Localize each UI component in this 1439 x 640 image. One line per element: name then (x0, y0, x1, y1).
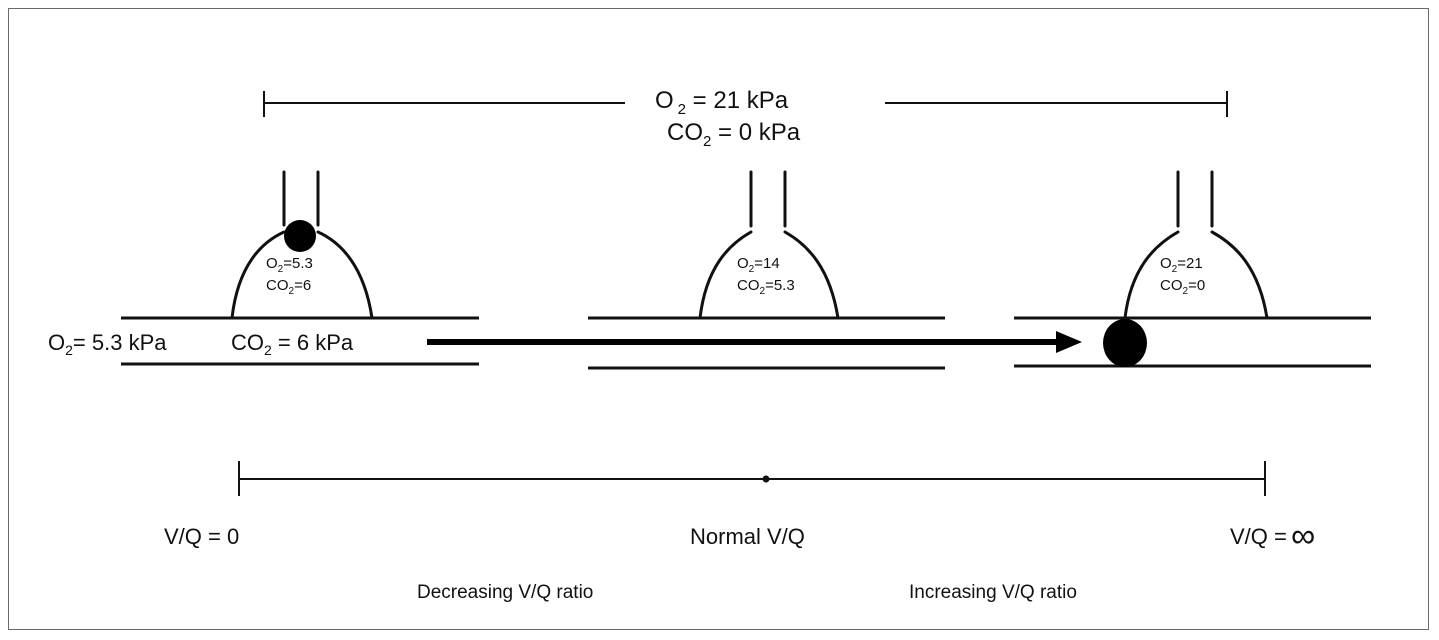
alveolus-left-co2: CO2=6 (266, 277, 311, 297)
vq-normal-label: Normal V/Q (690, 524, 805, 549)
decreasing-vq-label: Decreasing V/Q ratio (417, 582, 593, 603)
increasing-vq-label: Increasing V/Q ratio (909, 582, 1077, 603)
capillary-right (1014, 316, 1371, 368)
alveolus-center-o2: O2=14 (737, 255, 780, 275)
alveolus-center-co2: CO2=5.3 (737, 277, 795, 297)
vq-scale (238, 461, 1266, 496)
ambient-gas-bracket (263, 91, 1228, 117)
alveolus-center (698, 170, 840, 320)
vq-zero-label: V/Q = 0 (164, 524, 239, 549)
alveolus-left (230, 170, 374, 320)
venous-co2-label: CO2 = 6 kPa (231, 330, 354, 358)
ambient-co2-label: CO2 = 0 kPa (667, 119, 801, 150)
blood-flow-arrow-icon (427, 331, 1082, 353)
capillary-left (121, 316, 479, 366)
infinity-icon: ∞ (1291, 517, 1315, 555)
capillary-center (588, 316, 945, 370)
alveolus-left-o2: O2=5.3 (266, 255, 313, 275)
alveolus-right (1123, 170, 1269, 320)
venous-o2-label: O2= 5.3 kPa (48, 330, 167, 358)
airway-obstruction-icon (284, 220, 316, 252)
vq-infinity-label: V/Q = ∞ (1230, 517, 1315, 555)
alveolus-right-co2: CO2=0 (1160, 277, 1205, 297)
normal-vq-marker (762, 475, 770, 483)
capillary-obstruction-icon (1103, 319, 1147, 367)
alveolus-right-o2: O2=21 (1160, 255, 1203, 275)
